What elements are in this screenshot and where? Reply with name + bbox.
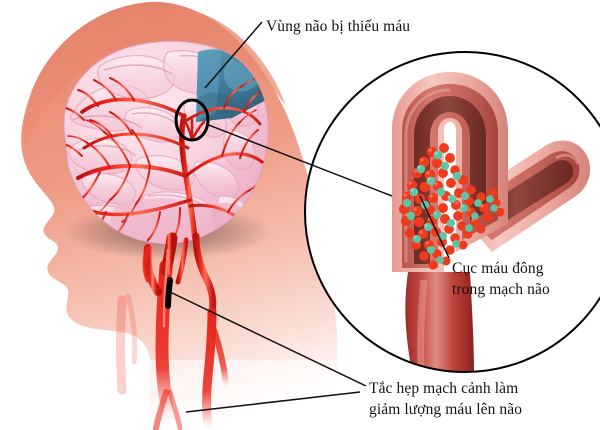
brain-gyri: [63, 48, 266, 244]
label-carotid-stenosis-line2: giảm lượng máu lên não: [369, 401, 523, 418]
occlusion-marker-circle: [174, 98, 210, 142]
brain: [63, 40, 269, 316]
label-ischemic-area: Vùng não bị thiếu máu: [266, 18, 411, 35]
label-carotid-stenosis-line1: Tắc hẹp mạch cảnh làm: [369, 380, 519, 397]
label-carotid-stenosis: Tắc hẹp mạch cảnh làm giảm lượng máu lên…: [369, 378, 522, 420]
label-blood-clot-line1: Cục máu đông: [452, 260, 544, 277]
label-blood-clot-line2: trong mạch não: [452, 281, 550, 298]
label-blood-clot: Cục máu đông trong mạch não: [452, 258, 550, 300]
platelet-cluster: [402, 150, 498, 264]
brainstem-artery: [175, 232, 217, 316]
leader-ischemia: [204, 21, 263, 89]
leader-occlusion-to-magnifier: [205, 123, 393, 197]
leader-lines: [169, 21, 450, 413]
leader-stenosis-upper: [169, 291, 367, 387]
carotid-arteries: [116, 232, 229, 430]
leader-stenosis-lower: [185, 391, 361, 413]
magnified-vessel-view: [304, 51, 600, 373]
leader-clot: [419, 195, 450, 259]
blood-clot: [398, 143, 505, 270]
occluded-artery-branch: [180, 114, 206, 142]
carotid-stenosis: [165, 277, 173, 309]
